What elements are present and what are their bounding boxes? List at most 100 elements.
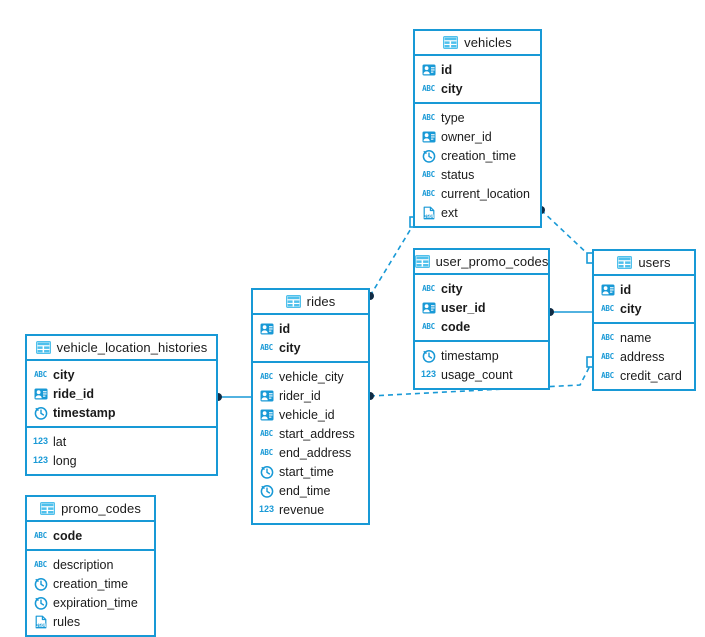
column-row[interactable]: creation_time	[27, 574, 154, 593]
column-name: city	[441, 281, 463, 296]
table-header-user_promo_codes[interactable]: user_promo_codes	[414, 250, 548, 275]
string-icon: ABC	[34, 369, 47, 379]
string-icon: ABC	[260, 371, 273, 381]
table-header-promo_codes[interactable]: promo_codes	[27, 497, 154, 522]
column-row[interactable]: ABC city	[27, 365, 216, 384]
column-row[interactable]: ABC type	[415, 108, 540, 127]
uuid-icon	[259, 321, 274, 336]
column-row[interactable]: ABC address	[594, 347, 694, 366]
timestamp-icon	[421, 148, 436, 163]
table-header-rides[interactable]: rides	[253, 290, 368, 315]
column-row[interactable]: timestamp	[27, 403, 216, 422]
uuid-icon	[259, 388, 274, 403]
column-name: revenue	[279, 502, 325, 517]
column-row[interactable]: timestamp	[415, 346, 548, 365]
column-name: city	[53, 367, 75, 382]
column-row[interactable]: user_id	[415, 298, 548, 317]
column-row[interactable]: owner_id	[415, 127, 540, 146]
string-icon: ABC	[422, 112, 435, 122]
relationship-user-promo-codes-to-users[interactable]	[546, 308, 592, 316]
column-row[interactable]: ABC current_location	[415, 184, 540, 203]
column-row[interactable]: id	[253, 319, 368, 338]
column-row[interactable]: expiration_time	[27, 593, 154, 612]
relationship-rides-to-vehicles[interactable]	[366, 216, 421, 300]
column-name: timestamp	[53, 405, 116, 420]
column-name: current_location	[441, 186, 530, 201]
column-row[interactable]: start_time	[253, 462, 368, 481]
table-title: vehicles	[464, 35, 512, 50]
table-title: rides	[306, 294, 336, 309]
table-header-vehicles[interactable]: vehicles	[415, 31, 540, 56]
column-name: ext	[441, 205, 458, 220]
column-name: ride_id	[53, 386, 94, 401]
column-row[interactable]: rider_id	[253, 386, 368, 405]
column-row[interactable]: ride_id	[27, 384, 216, 403]
table-header-vehicle_location_histories[interactable]: vehicle_location_histories	[27, 336, 216, 361]
column-name: credit_card	[620, 368, 682, 383]
column-name: start_time	[279, 464, 334, 479]
column-row[interactable]: vehicle_id	[253, 405, 368, 424]
uuid-icon	[259, 407, 274, 422]
column-row[interactable]: end_time	[253, 481, 368, 500]
svg-text:JSON: JSON	[36, 623, 46, 628]
table-icon	[285, 294, 301, 309]
column-row[interactable]: ABC start_address	[253, 424, 368, 443]
column-row[interactable]: id	[415, 60, 540, 79]
column-name: address	[620, 349, 665, 364]
primary-key-group: ABC city ride_id timestamp	[27, 361, 216, 426]
table-title: vehicle_location_histories	[56, 340, 208, 355]
uuid-icon	[33, 386, 48, 401]
string-icon: ABC	[260, 428, 273, 438]
table-header-users[interactable]: users	[594, 251, 694, 276]
column-name: type	[441, 110, 465, 125]
string-icon: ABC	[601, 332, 614, 342]
column-name: code	[53, 528, 83, 543]
column-row[interactable]: JSON ext	[415, 203, 540, 222]
column-name: city	[441, 81, 463, 96]
column-name: start_address	[279, 426, 355, 441]
column-row[interactable]: id	[594, 280, 694, 299]
number-icon: 123	[32, 436, 49, 446]
column-name: id	[441, 62, 453, 77]
column-name: timestamp	[441, 348, 499, 363]
string-icon: ABC	[601, 351, 614, 361]
json-icon: JSON	[33, 614, 48, 629]
relationship-line	[369, 221, 416, 297]
column-name: vehicle_id	[279, 407, 335, 422]
string-icon: ABC	[422, 188, 435, 198]
svg-text:JSON: JSON	[424, 214, 434, 219]
relationship-vehicle-location-histories-to-rides[interactable]	[214, 393, 251, 401]
column-row[interactable]: creation_time	[415, 146, 540, 165]
column-name: description	[53, 557, 114, 572]
json-icon: JSON	[421, 205, 436, 220]
uuid-icon	[421, 62, 436, 77]
column-name: id	[620, 282, 632, 297]
